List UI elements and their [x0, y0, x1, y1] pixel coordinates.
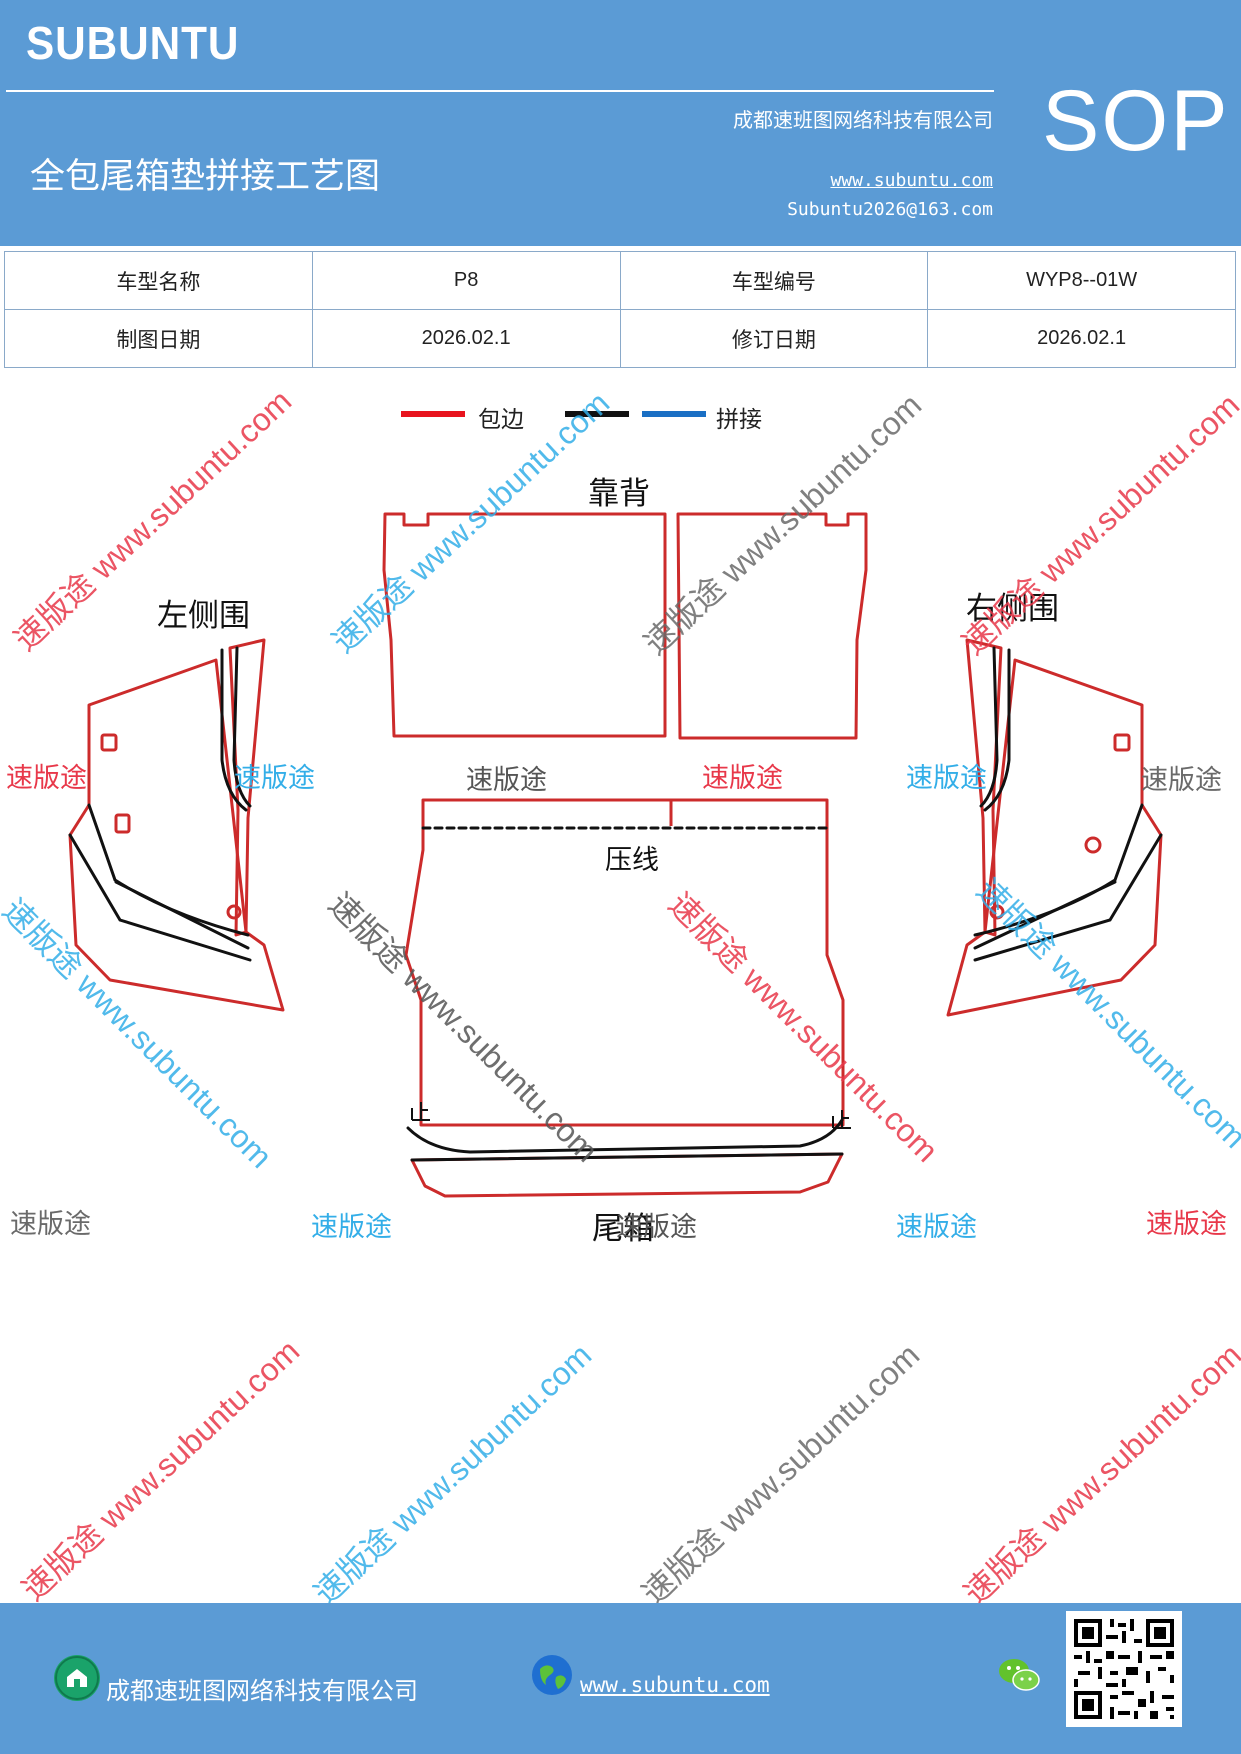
watermark-word: 速版途: [616, 1212, 697, 1243]
left-cut-line-3: [68, 833, 252, 962]
trunk-cut-line-1: [406, 1118, 844, 1154]
legend-hem-label: 包边: [478, 407, 524, 433]
watermark-word: 速版途: [234, 763, 315, 794]
model-code-value: WYP8--01W: [927, 251, 1236, 310]
left-cut-line-5: [114, 880, 250, 950]
legend: 包边 拼接: [0, 400, 1241, 440]
left-side-panel-outer: [68, 658, 285, 1012]
left-side-hole-2: [114, 813, 131, 834]
right-side-hole-3: [989, 904, 1005, 920]
globe-icon: [530, 1653, 574, 1697]
legend-join-swatch: [642, 411, 706, 417]
watermark-word: 速版途: [896, 1212, 977, 1243]
left-side-panel-strip: [228, 638, 266, 937]
document-title: 全包尾箱垫拼接工艺图: [30, 157, 381, 197]
right-cut-line-5: [973, 880, 1117, 950]
header-company: 成都速班图网络科技有限公司: [733, 108, 993, 132]
footer-website-link[interactable]: www.subuntu.com: [580, 1673, 770, 1697]
label-trunk: 尾箱: [592, 1211, 654, 1247]
left-cut-line-1: [220, 648, 248, 812]
footer-company: 成都速班图网络科技有限公司: [106, 1677, 418, 1705]
left-side-hole-3: [226, 904, 242, 920]
model-code-label: 车型编号: [619, 251, 929, 310]
qr-code[interactable]: [1066, 1611, 1182, 1727]
left-cut-line-2: [232, 646, 252, 808]
draw-date-label: 制图日期: [4, 309, 313, 368]
table-row: 车型名称 P8 车型编号 WYP8--01W: [4, 251, 1236, 310]
brand-logo: SUBUNTU: [26, 17, 240, 69]
watermark-word: 速版途: [1141, 765, 1222, 796]
backrest-right-panel: [676, 512, 868, 740]
revise-date-value: 2026.02.1: [927, 309, 1236, 368]
watermark-word: 速版途: [466, 765, 547, 796]
left-cut-line-4: [87, 803, 250, 937]
watermark-word: 速版途: [906, 763, 987, 794]
header-website-link[interactable]: www.subuntu.com: [830, 170, 993, 191]
draw-date-value: 2026.02.1: [311, 309, 621, 368]
right-cut-line-1: [983, 648, 1011, 812]
header-divider: [6, 90, 994, 92]
watermark-word: 速版途: [6, 763, 87, 794]
trunk-cut-line-2: [410, 1152, 844, 1162]
legend-join-label: 拼接: [716, 407, 762, 433]
stop-mark-left: [411, 1102, 430, 1121]
right-side-panel-outer: [946, 658, 1163, 1017]
model-name-label: 车型名称: [4, 251, 313, 310]
legend-cut-swatch: [565, 411, 629, 417]
legend-hem-swatch: [401, 411, 465, 417]
home-icon: [54, 1655, 100, 1701]
header-email: Subuntu2026@163.com: [787, 199, 993, 220]
watermark-word: 速版途: [10, 1209, 91, 1240]
label-right-side: 右侧围: [966, 591, 1059, 627]
watermark-word: 速版途: [1146, 1209, 1227, 1240]
footer-banner: 成都速班图网络科技有限公司 www.subuntu.com: [0, 1603, 1241, 1754]
right-side-hole-1: [1113, 733, 1131, 752]
watermark-word: 速版途: [311, 1212, 392, 1243]
header-banner: SUBUNTU 成都速班图网络科技有限公司 全包尾箱垫拼接工艺图 www.sub…: [0, 0, 1241, 246]
right-cut-line-2: [979, 646, 999, 808]
revise-date-label: 修订日期: [619, 309, 929, 368]
vehicle-info-table: 车型名称 P8 车型编号 WYP8--01W 制图日期 2026.02.1 修订…: [4, 251, 1236, 368]
label-press-line: 压线: [605, 845, 659, 876]
label-left-side: 左侧围: [157, 598, 250, 634]
right-cut-line-3: [973, 833, 1163, 962]
watermark-word: 速版途: [702, 763, 783, 794]
model-name-value: P8: [311, 251, 621, 310]
doc-type-label: SOP: [1042, 73, 1230, 169]
label-backrest: 靠背: [588, 476, 650, 512]
wechat-icon: [996, 1655, 1042, 1695]
right-side-hole-2: [1084, 836, 1102, 854]
stop-mark-right: [832, 1110, 851, 1129]
trunk-floor-panel: [404, 798, 845, 1127]
table-row: 制图日期 2026.02.1 修订日期 2026.02.1: [4, 309, 1236, 368]
backrest-left-panel: [382, 512, 667, 738]
left-side-hole-1: [100, 733, 118, 752]
